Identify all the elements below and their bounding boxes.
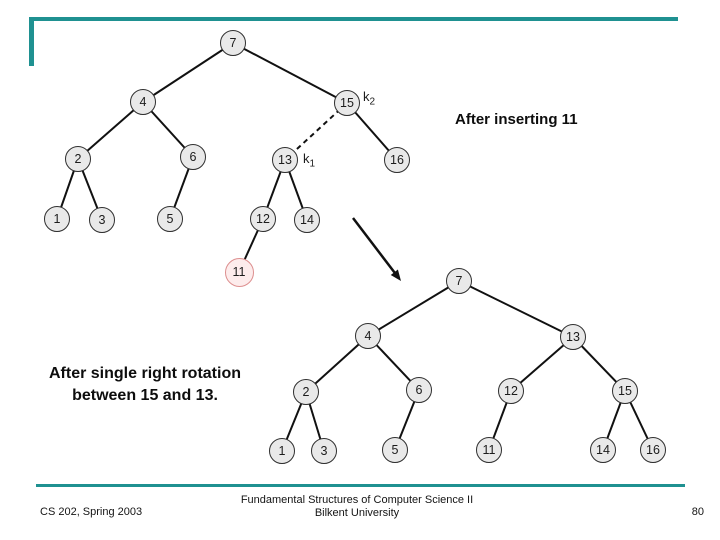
tree-edge-after-inserting-11-7-15 xyxy=(232,42,348,104)
transition-arrow-shaft xyxy=(352,217,398,276)
label-k2-base: k xyxy=(363,89,370,104)
footer-center: Fundamental Structures of Computer Scien… xyxy=(177,494,537,520)
tree-node-after-rotation-7: 7 xyxy=(446,268,472,294)
tree-node-after-rotation-14: 14 xyxy=(590,437,616,463)
label-k1-sub: 1 xyxy=(309,158,316,170)
tree-node-after-rotation-3: 3 xyxy=(311,438,337,464)
tree-node-after-rotation-12: 12 xyxy=(498,378,524,404)
tree-edge-after-inserting-11-4-2 xyxy=(77,101,144,160)
tree-node-after-inserting-11-5: 5 xyxy=(157,206,183,232)
label-k2-sub: 2 xyxy=(369,96,376,108)
annotation-after-inserting: After inserting 11 xyxy=(455,111,578,128)
tree-node-after-rotation-5: 5 xyxy=(382,437,408,463)
tree-node-after-inserting-11-4: 4 xyxy=(130,89,156,115)
tree-node-after-rotation-11: 11 xyxy=(476,437,502,463)
tree-node-after-inserting-11-3: 3 xyxy=(89,207,115,233)
tree-node-after-rotation-2: 2 xyxy=(293,379,319,405)
tree-node-after-rotation-16: 16 xyxy=(640,437,666,463)
tree-node-after-rotation-15: 15 xyxy=(612,378,638,404)
label-k2: k2 xyxy=(363,89,375,108)
footer-center-line2: Bilkent University xyxy=(314,507,400,519)
tree-node-after-inserting-11-14: 14 xyxy=(294,207,320,233)
footer-center-line1: Fundamental Structures of Computer Scien… xyxy=(240,494,474,506)
annotation-rotation-line2: between 15 and 13. xyxy=(72,387,218,404)
tree-node-after-rotation-13: 13 xyxy=(560,324,586,350)
tree-node-after-inserting-11-16: 16 xyxy=(384,147,410,173)
tree-node-after-inserting-11-6: 6 xyxy=(180,144,206,170)
tree-node-after-rotation-1: 1 xyxy=(269,438,295,464)
annotation-rotation: After single right rotation between 15 a… xyxy=(33,363,257,407)
tree-edge-after-rotation-7-4 xyxy=(367,280,460,337)
tree-node-after-inserting-11-7: 7 xyxy=(220,30,246,56)
tree-node-after-inserting-11-2: 2 xyxy=(65,146,91,172)
transition-arrow-head xyxy=(390,269,401,281)
tree-edge-after-rotation-7-13 xyxy=(458,280,574,338)
tree-node-after-inserting-11-11: 11 xyxy=(224,257,254,287)
accent-bar-top xyxy=(29,17,678,21)
footer-page-number: 80 xyxy=(691,506,704,518)
label-k1: k1 xyxy=(303,151,315,170)
tree-node-after-inserting-11-12: 12 xyxy=(250,206,276,232)
tree-node-after-inserting-11-13: 13 xyxy=(272,147,298,173)
tree-node-after-inserting-11-15: 15 xyxy=(334,90,360,116)
label-k1-base: k xyxy=(303,151,310,166)
accent-bar-left xyxy=(29,17,34,66)
tree-node-after-inserting-11-1: 1 xyxy=(44,206,70,232)
tree-node-after-rotation-6: 6 xyxy=(406,377,432,403)
annotation-rotation-line1: After single right rotation xyxy=(49,365,241,382)
footer-divider xyxy=(36,484,685,487)
tree-edge-after-inserting-11-7-4 xyxy=(142,42,234,103)
footer-course: CS 202, Spring 2003 xyxy=(40,506,143,518)
tree-edge-after-rotation-4-2 xyxy=(305,335,369,393)
tree-node-after-rotation-4: 4 xyxy=(355,323,381,349)
